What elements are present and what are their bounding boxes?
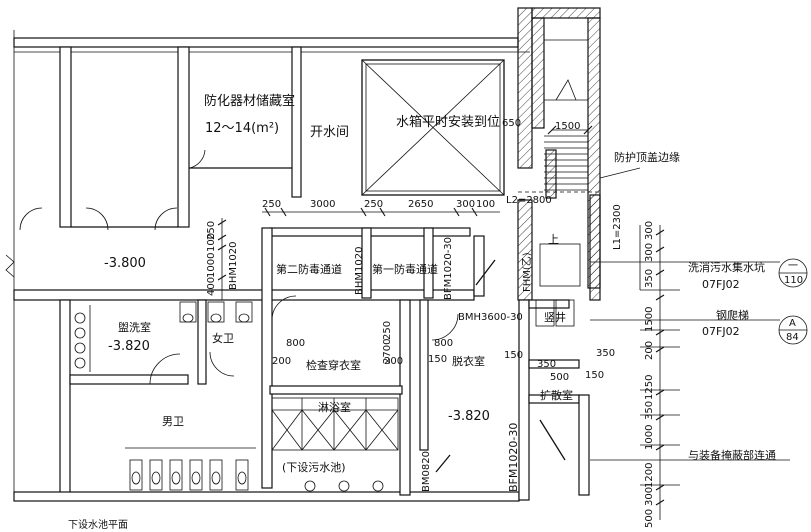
dim-2700: 2700	[382, 338, 393, 364]
dim-top-2650: 2650	[408, 199, 434, 210]
callout-connect: 与装备掩蔽部连通	[688, 449, 776, 462]
level-main: -3.800	[104, 256, 146, 271]
dim-r-350b: 350	[644, 400, 655, 420]
callout-ladder-bubble-top: A	[789, 318, 796, 329]
dim-top-250a: 250	[262, 199, 282, 210]
room-washroom: 盥洗室	[118, 321, 151, 334]
dim-r-300c: 300	[644, 486, 655, 506]
door-fhm: FHM(乙)	[522, 252, 533, 292]
room-check-dress: 检查穿衣室	[306, 359, 361, 372]
dim-650: 650	[502, 118, 522, 129]
left-break-line	[5, 30, 15, 500]
room-shower: 淋浴室	[318, 401, 351, 414]
dim-left-1000: 1000	[206, 252, 217, 278]
shower-stalls	[271, 397, 399, 492]
dim-r-1250: 1250	[644, 374, 655, 400]
door-swings-lower	[149, 259, 566, 473]
dim-150b: 150	[504, 350, 524, 361]
dim-800b: 800	[434, 338, 454, 349]
dim-left-400: 400	[206, 276, 217, 296]
callout-ladder-bubble-bottom: 84	[786, 332, 799, 343]
dim-150c: 150	[585, 370, 605, 381]
dim-r-500: 500	[644, 508, 655, 528]
dim-r-1000: 1000	[644, 424, 655, 450]
dim-top-300: 300	[456, 199, 476, 210]
callout-bubbles	[778, 258, 808, 345]
door-bmh3600: BMH3600-30	[458, 312, 523, 323]
room-gas-equipment-storage: 防化器材储藏室	[204, 94, 296, 109]
dim-top-3000: 3000	[310, 199, 336, 210]
door-swings-upper	[19, 149, 206, 231]
room-washroom-level: -3.820	[108, 339, 150, 354]
room-female-wc: 女卫	[212, 332, 234, 345]
door-l2: L2=2800	[506, 195, 552, 206]
stair-up-label: 上	[548, 233, 559, 246]
water-tank	[361, 59, 505, 196]
dim-r-300a: 300	[644, 220, 655, 240]
shaft-boxes	[535, 243, 581, 327]
cover-edge-line	[518, 167, 641, 193]
lower-walls	[13, 299, 590, 502]
callout-sump-bubble-top: 一	[788, 261, 798, 272]
door-bhm1020-a: BHM1020	[228, 241, 239, 290]
stair-treads	[544, 135, 588, 191]
room-water-pump: 开水间	[310, 125, 350, 140]
room-second-decontam: 第二防毒通道	[276, 263, 342, 276]
dim-r-1200: 1200	[644, 462, 655, 488]
callout-ladder-ref: 07FJ02	[702, 325, 740, 338]
dim-800: 800	[286, 338, 306, 349]
wash-basins	[74, 305, 91, 372]
corridor-walls	[13, 194, 601, 489]
dim-r-300b: 300	[644, 242, 655, 262]
sewage-pool-note: (下设污水池)	[282, 461, 346, 474]
callout-sump-bubble-bottom: 110	[784, 275, 804, 286]
callout-cover-edge: 防护顶盖边缘	[614, 151, 680, 164]
room-first-decontam: 第一防毒通道	[372, 263, 438, 276]
door-bm0820: BM0820	[421, 451, 432, 492]
door-bfm1020-b: BFM1020-30	[507, 422, 520, 492]
leader-lines	[590, 261, 790, 461]
dim-r-1500: 1500	[644, 306, 655, 332]
room-gas-equipment-area: 12～14(m²)	[205, 121, 280, 136]
room-shaft: 竖井	[544, 311, 566, 324]
dim-200b: 200	[384, 356, 404, 367]
callout-sump-ref: 07FJ02	[702, 278, 740, 291]
dim-200a: 200	[272, 356, 292, 367]
bottom-note: 下设水池平面	[68, 520, 128, 531]
dim-350b: 350	[596, 348, 616, 359]
dim-r-350a: 350	[644, 268, 655, 288]
toilet-fixtures	[125, 301, 256, 491]
dimension-lines	[217, 125, 680, 520]
dim-500: 500	[550, 372, 570, 383]
callout-ladder: 钢爬梯	[716, 309, 749, 322]
dim-left-100: 100	[206, 232, 217, 252]
door-l1: L1=2300	[612, 204, 623, 250]
room-undress: 脱衣室	[452, 355, 485, 368]
door-bfm1020-a: BFM1020-30	[443, 236, 454, 300]
room-undress-level: -3.820	[448, 409, 490, 424]
exterior-wall-top	[13, 37, 530, 53]
dim-350a: 350	[537, 359, 557, 370]
dim-1500: 1500	[555, 121, 581, 132]
dim-250v: 250	[382, 320, 393, 340]
dim-r-200: 200	[644, 340, 655, 360]
dim-top-100: 100	[476, 199, 496, 210]
room-expansion: 扩散室	[540, 389, 573, 402]
door-bhm1020-b: BHM1020	[354, 246, 365, 295]
room-male-wc: 男卫	[162, 415, 184, 428]
dim-150a: 150	[428, 354, 448, 365]
dim-top-250b: 250	[364, 199, 384, 210]
upper-room-walls	[59, 46, 302, 228]
water-tank-note: 水箱平时安装到位	[396, 115, 501, 130]
callout-sump: 洗消污水集水坑	[688, 261, 765, 274]
